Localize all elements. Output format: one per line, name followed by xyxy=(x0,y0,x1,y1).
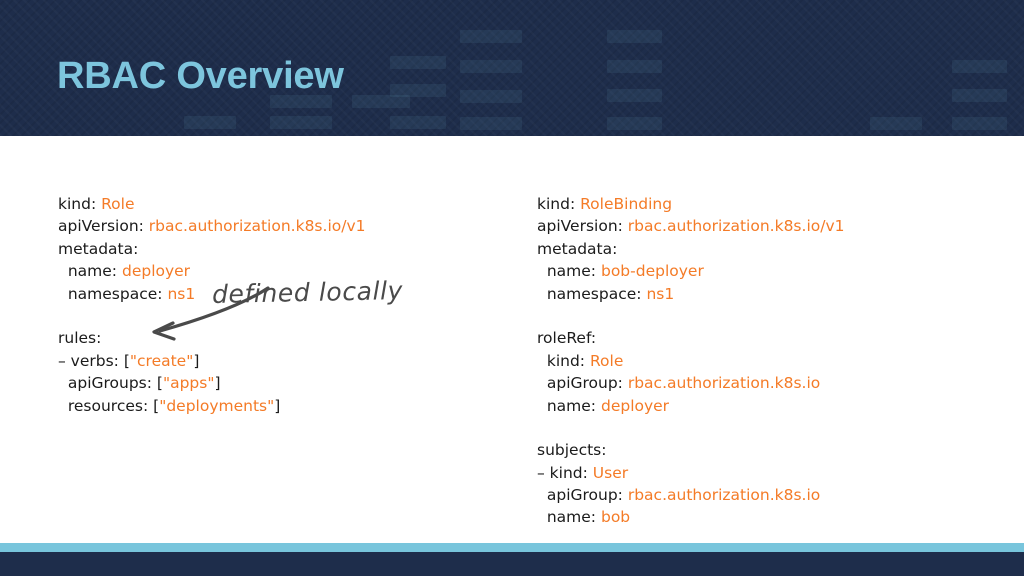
yaml-key: kind: xyxy=(537,351,586,370)
yaml-key: subjects: xyxy=(537,441,607,460)
yaml-line: apiVersion: rbac.authorization.k8s.io/v1 xyxy=(537,215,844,237)
yaml-blank-line xyxy=(58,305,365,327)
yaml-line: roleRef: xyxy=(537,327,844,349)
yaml-line: apiVersion: rbac.authorization.k8s.io/v1 xyxy=(58,215,365,237)
header-pattern-block xyxy=(390,84,446,97)
yaml-line: apiGroup: rbac.authorization.k8s.io xyxy=(537,484,844,506)
yaml-key: apiGroup: xyxy=(537,374,623,393)
yaml-line: name: deployer xyxy=(58,260,365,282)
yaml-value: "deployments" xyxy=(159,396,275,415)
yaml-line: apiGroup: rbac.authorization.k8s.io xyxy=(537,372,844,394)
yaml-value: Role xyxy=(585,351,624,370)
yaml-value: deployer xyxy=(117,262,191,281)
yaml-line: namespace: ns1 xyxy=(537,283,844,305)
header-pattern-block xyxy=(460,30,522,43)
yaml-line: – kind: User xyxy=(537,462,844,484)
header-pattern-block xyxy=(607,60,662,73)
yaml-value: rbac.authorization.k8s.io xyxy=(622,486,821,505)
yaml-value: ns1 xyxy=(162,284,196,303)
header-pattern-block xyxy=(390,56,446,69)
yaml-value: User xyxy=(587,463,629,482)
yaml-key: rules: xyxy=(58,329,102,348)
yaml-punctuation: [ xyxy=(118,351,130,370)
page-title: RBAC Overview xyxy=(57,55,344,97)
header-pattern-block xyxy=(952,60,1007,73)
yaml-punctuation: [ xyxy=(148,396,160,415)
yaml-key: name: xyxy=(58,262,118,281)
header-pattern-block xyxy=(390,116,446,129)
yaml-blank-line xyxy=(537,417,844,439)
yaml-line: apiGroups: ["apps"] xyxy=(58,372,365,394)
header-pattern-block xyxy=(270,95,332,108)
yaml-key: – verbs: xyxy=(58,351,119,370)
yaml-value: deployer xyxy=(596,396,670,415)
header-pattern-block xyxy=(184,116,236,129)
yaml-value: bob xyxy=(596,508,631,527)
yaml-key: apiVersion: xyxy=(537,217,623,236)
header-pattern-block xyxy=(607,89,662,102)
header-pattern-block xyxy=(460,117,522,130)
yaml-key: name: xyxy=(537,396,597,415)
yaml-line: name: bob-deployer xyxy=(537,260,844,282)
yaml-value: "apps" xyxy=(162,374,215,393)
yaml-key: name: xyxy=(537,262,597,281)
yaml-key: roleRef: xyxy=(537,329,597,348)
yaml-line: kind: Role xyxy=(58,193,365,215)
yaml-line: kind: RoleBinding xyxy=(537,193,844,215)
yaml-punctuation: [ xyxy=(151,374,163,393)
yaml-line: subjects: xyxy=(537,439,844,461)
yaml-key: metadata: xyxy=(537,239,618,258)
yaml-value: ns1 xyxy=(641,284,675,303)
yaml-line: namespace: ns1 xyxy=(58,283,365,305)
yaml-value: rbac.authorization.k8s.io xyxy=(622,374,821,393)
yaml-key: apiGroups: xyxy=(58,374,152,393)
yaml-key: namespace: xyxy=(58,284,163,303)
yaml-key: metadata: xyxy=(58,239,139,258)
yaml-line: rules: xyxy=(58,327,365,349)
yaml-line: name: bob xyxy=(537,506,844,528)
header-pattern-block xyxy=(460,60,522,73)
yaml-value: bob-deployer xyxy=(596,262,704,281)
yaml-punctuation: ] xyxy=(274,396,281,415)
header-band: RBAC Overview xyxy=(0,0,1024,136)
header-pattern-block xyxy=(952,89,1007,102)
yaml-punctuation: ] xyxy=(214,374,221,393)
yaml-value: rbac.authorization.k8s.io/v1 xyxy=(143,217,366,236)
yaml-line: – verbs: ["create"] xyxy=(58,350,365,372)
header-pattern-block xyxy=(270,116,332,129)
yaml-key: resources: xyxy=(58,396,149,415)
yaml-value: "create" xyxy=(129,351,194,370)
yaml-blank-line xyxy=(537,305,844,327)
yaml-line: kind: Role xyxy=(537,350,844,372)
yaml-line: name: deployer xyxy=(537,395,844,417)
yaml-key: – kind: xyxy=(537,463,588,482)
footer-bar xyxy=(0,552,1024,576)
yaml-value: RoleBinding xyxy=(575,195,673,213)
yaml-value: Role xyxy=(96,195,135,213)
footer-accent-stripe xyxy=(0,543,1024,552)
yaml-punctuation: ] xyxy=(193,351,200,370)
yaml-key: name: xyxy=(537,508,597,527)
yaml-line: resources: ["deployments"] xyxy=(58,395,365,417)
yaml-key: kind: xyxy=(58,195,97,213)
yaml-value: rbac.authorization.k8s.io/v1 xyxy=(622,217,845,236)
header-pattern-block xyxy=(607,30,662,43)
header-pattern-block xyxy=(607,117,662,130)
yaml-line: metadata: xyxy=(58,238,365,260)
header-pattern-block xyxy=(352,95,410,108)
yaml-key: namespace: xyxy=(537,284,642,303)
yaml-key: apiGroup: xyxy=(537,486,623,505)
yaml-key: kind: xyxy=(537,195,576,213)
yaml-line: metadata: xyxy=(537,238,844,260)
header-pattern-block xyxy=(870,117,922,130)
header-pattern-block xyxy=(460,90,522,103)
yaml-key: apiVersion: xyxy=(58,217,144,236)
header-pattern-block xyxy=(952,117,1007,130)
